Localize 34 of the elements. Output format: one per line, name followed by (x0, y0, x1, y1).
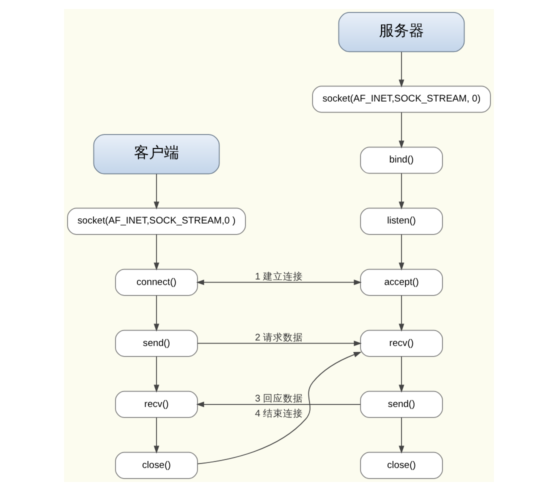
node-box: 服务器 (338, 12, 464, 52)
arrow (196, 351, 362, 464)
arrow (398, 51, 404, 87)
arrow (153, 416, 159, 454)
edge-label: 1 建立连接 (254, 271, 302, 282)
arrow (153, 294, 159, 332)
node-box: send() (360, 390, 442, 418)
node-box: 客户端 (92, 134, 220, 174)
node-box: send() (114, 329, 198, 356)
node-box: listen() (360, 207, 442, 234)
arrow (196, 279, 362, 285)
arrow (153, 356, 159, 392)
node-box: bind() (360, 146, 442, 174)
node-box: accept() (360, 268, 442, 296)
arrow (398, 111, 404, 148)
arrow (398, 416, 404, 454)
arrow (196, 340, 362, 346)
arrow (398, 172, 404, 209)
arrow (398, 233, 404, 270)
arrow (398, 356, 404, 392)
arrow (196, 401, 360, 407)
edge-label: 3 回应数据 (254, 393, 302, 404)
node-box: recv() (114, 390, 198, 418)
arrow (153, 233, 159, 270)
edge-label: 2 请求数据 (254, 332, 302, 344)
node-box: close() (114, 451, 198, 478)
arrow (153, 173, 159, 209)
node-box: close() (360, 451, 442, 478)
node-box: recv() (360, 329, 442, 356)
node-box: connect() (114, 268, 198, 296)
node-box: socket(AF_INET,SOCK_STREAM,0 ) (66, 207, 246, 234)
edge-label: 4 结束连接 (254, 408, 302, 419)
node-box: socket(AF_INET,SOCK_STREAM, 0) (312, 85, 490, 112)
arrow (398, 294, 404, 332)
